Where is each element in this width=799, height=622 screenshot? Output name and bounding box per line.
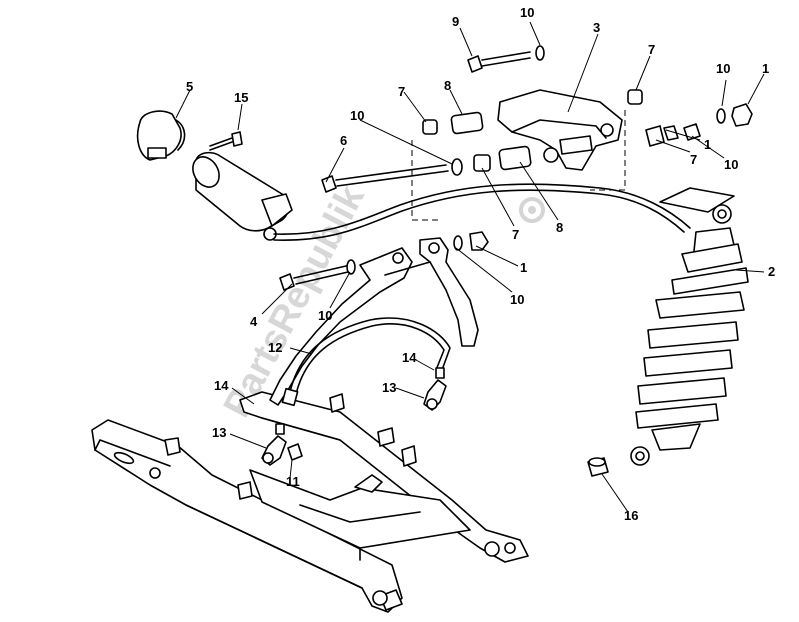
grease-nipple <box>587 457 609 477</box>
callout-labels: 9 10 3 7 10 1 5 15 7 8 10 6 1 7 10 7 8 1… <box>186 5 775 523</box>
hose-fitting-lower <box>261 423 303 466</box>
callout-10: 10 <box>318 308 332 323</box>
callout-16: 16 <box>624 508 638 523</box>
hose-fitting-upper <box>423 367 447 411</box>
rear-shock-absorber <box>630 204 749 466</box>
callout-4: 4 <box>250 314 258 329</box>
callout-10: 10 <box>350 108 364 123</box>
bolt-9 <box>467 45 545 73</box>
leader-lines <box>175 21 765 513</box>
callout-7: 7 <box>690 152 697 167</box>
assembly-dash-lines <box>411 110 626 221</box>
watermark-gear-icon <box>519 197 545 223</box>
washers-nuts-link <box>453 231 489 251</box>
callout-1: 1 <box>520 260 527 275</box>
callout-10: 10 <box>520 5 534 20</box>
callout-8: 8 <box>444 78 451 93</box>
callout-7: 7 <box>398 84 405 99</box>
callout-13: 13 <box>382 380 396 395</box>
callout-14: 14 <box>402 350 417 365</box>
callout-1: 1 <box>704 137 711 152</box>
label-tag <box>659 187 735 213</box>
callout-10: 10 <box>724 157 738 172</box>
screw-15 <box>209 131 243 151</box>
callout-14: 14 <box>214 378 229 393</box>
remote-reservoir <box>192 151 293 241</box>
callout-1: 1 <box>762 61 769 76</box>
washers-nuts-right <box>716 103 753 127</box>
callout-15: 15 <box>234 90 248 105</box>
brake-hose <box>281 317 451 407</box>
callout-11: 11 <box>286 474 300 489</box>
rocker-linkage <box>497 89 623 171</box>
callout-7: 7 <box>648 42 655 57</box>
callout-3: 3 <box>593 20 600 35</box>
callout-6: 6 <box>340 133 347 148</box>
reservoir-hose <box>273 183 691 241</box>
bolt-4 <box>279 259 356 291</box>
callout-9: 9 <box>452 14 459 29</box>
reservoir-clamp <box>136 110 186 161</box>
callout-8: 8 <box>556 220 563 235</box>
callout-10: 10 <box>716 61 730 76</box>
callout-12: 12 <box>268 340 282 355</box>
callout-10: 10 <box>510 292 524 307</box>
callout-13: 13 <box>212 425 226 440</box>
callout-7: 7 <box>512 227 519 242</box>
swingarm <box>91 391 529 613</box>
callout-2: 2 <box>768 264 775 279</box>
callout-5: 5 <box>186 79 193 94</box>
